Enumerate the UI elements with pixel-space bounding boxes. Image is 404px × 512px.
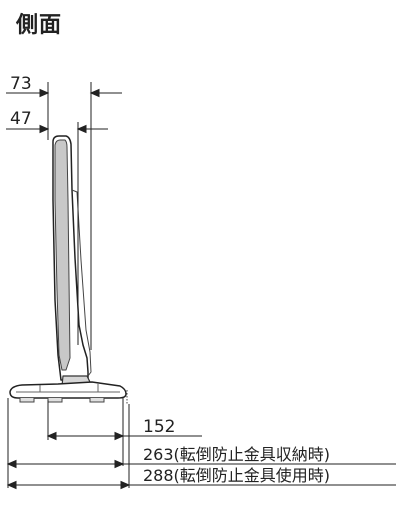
dimension-288 (6, 480, 396, 490)
dimension-label-288: 288(転倒防止金具使用時) (143, 466, 330, 485)
dimension-label-47: 47 (10, 109, 32, 129)
tv-side-profile (52, 135, 93, 387)
dimension-label-263: 263(転倒防止金具収納時) (143, 445, 330, 464)
dimension-152 (46, 431, 202, 441)
dimension-73 (6, 82, 122, 350)
dimension-label-73: 73 (10, 74, 32, 94)
page-title: 側面 (16, 13, 63, 38)
dimension-label-152: 152 (143, 417, 175, 437)
dimension-47 (6, 122, 108, 345)
dimension-263 (6, 459, 396, 469)
stand-base (9, 381, 128, 404)
bottom-extension-lines (7, 398, 130, 488)
